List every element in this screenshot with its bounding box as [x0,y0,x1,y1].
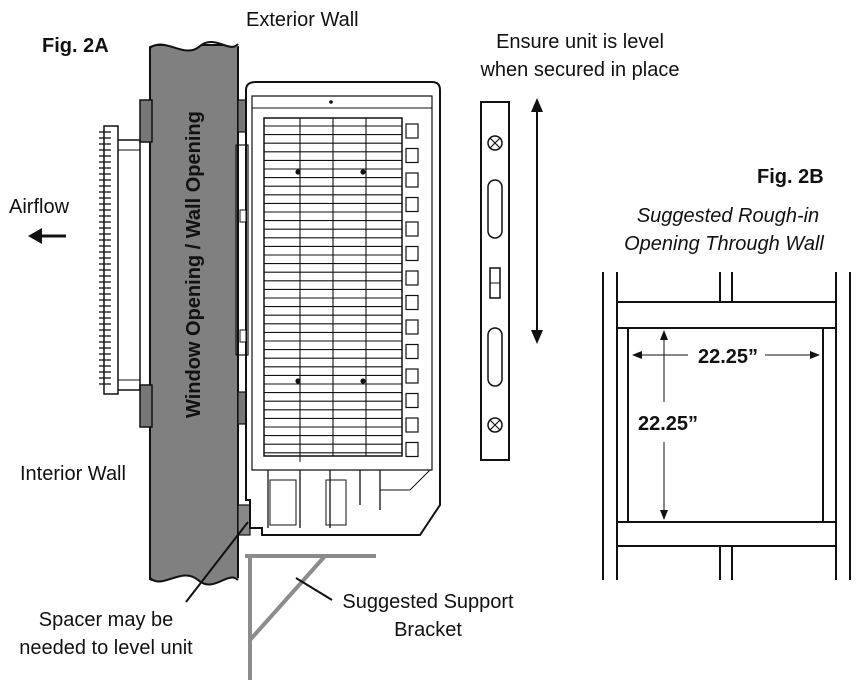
leveling-spacer [237,504,251,536]
airflow-label: Airflow [9,196,70,218]
height-dimension-label: 22.25” [638,413,698,435]
fig-2b-caption-line2: Opening Through Wall [624,233,824,255]
level-note-line1: Ensure unit is level [496,31,664,53]
exterior-wall-label: Exterior Wall [246,9,359,31]
level-note-line2: when secured in place [479,59,679,81]
fig-2a: Fig. 2A Exterior Wall Interior Wall Wind… [9,9,680,680]
bracket-note-line1: Suggested Support [342,591,514,613]
support-bracket [245,554,376,680]
rough-in-framing [602,272,851,580]
interior-wall-label: Interior Wall [20,463,126,485]
airflow-arrow-icon [28,228,66,244]
width-dimension-label: 22.25” [698,346,758,368]
level-arrow [531,98,543,344]
bracket-leader-line [295,577,333,601]
spacer-note-line1: Spacer may be [39,609,174,631]
fig-2a-title: Fig. 2A [42,35,109,57]
fig-2b-title: Fig. 2B [757,166,824,188]
ac-unit [235,81,441,536]
fig-2b: Fig. 2B Suggested Rough-in Opening Throu… [602,166,851,580]
upper-spacer [237,99,247,133]
wall-body [149,44,239,586]
height-dimension [660,330,668,520]
spacer-leader-line [185,521,249,603]
fig-2b-caption-line1: Suggested Rough-in [637,205,819,227]
wall-opening-label: Window Opening / Wall Opening [183,111,205,418]
spacer-note-line2: needed to level unit [19,637,193,659]
lower-spacer [237,391,247,425]
bracket-note-line2: Bracket [394,619,462,641]
wall-break-top [146,36,242,51]
interior-grille [99,99,153,428]
wall-section [146,36,242,594]
spirit-level [480,101,510,461]
